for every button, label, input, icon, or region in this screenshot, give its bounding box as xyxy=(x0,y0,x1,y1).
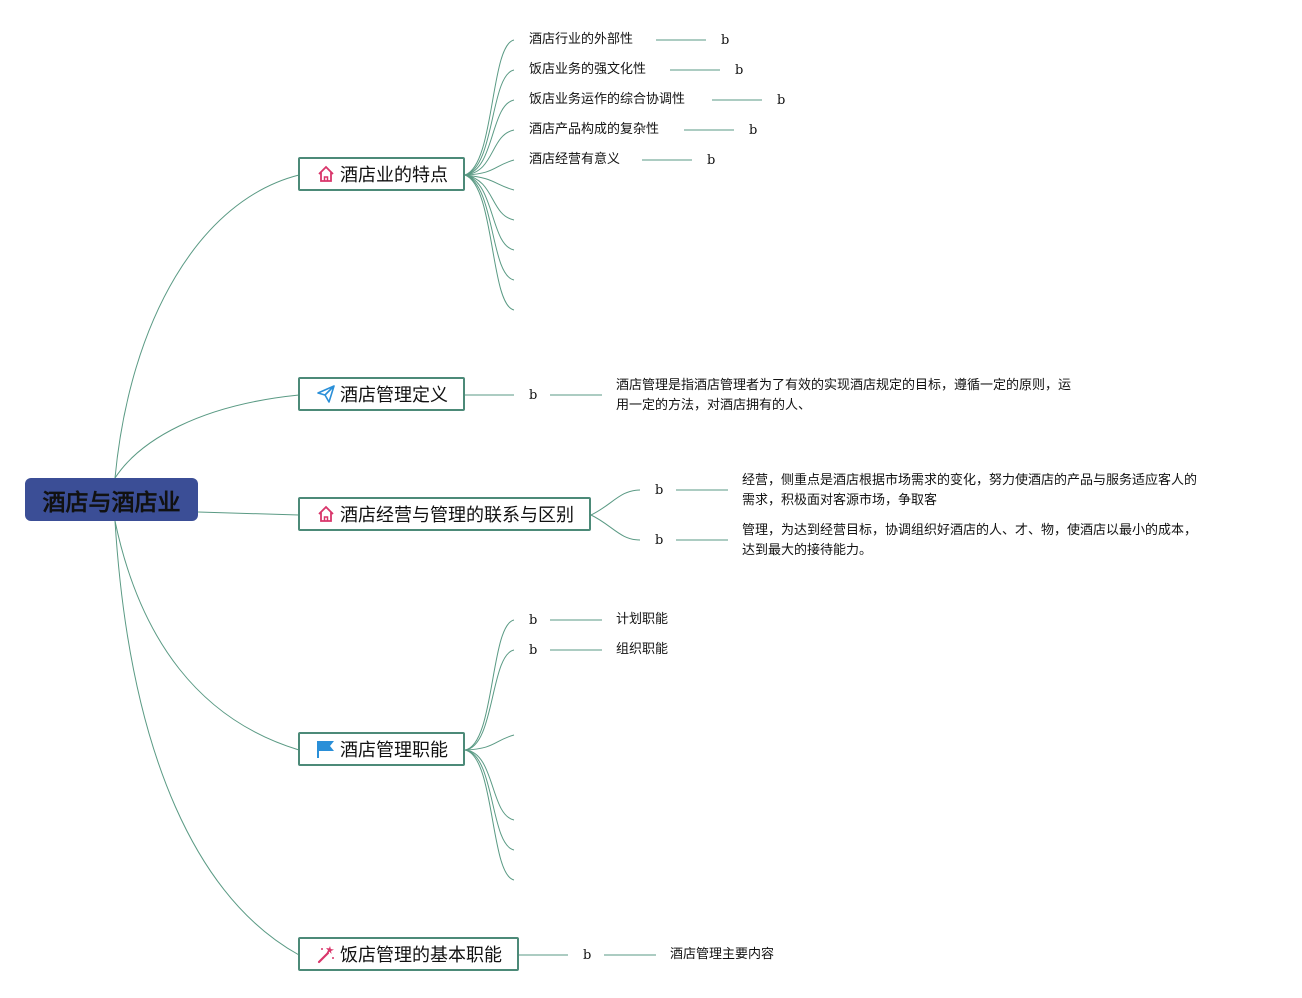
operation-line: 需求，积极面对客源市场，争取客 xyxy=(742,493,938,508)
definition-line: 用一定的方法，对酒店拥有的人、 xyxy=(616,398,812,413)
branch-label: 饭店管理的基本职能 xyxy=(340,945,502,966)
branch-label: 酒店管理定义 xyxy=(340,385,448,406)
magic-wand-icon xyxy=(316,944,336,964)
operation-line: 经营，侧重点是酒店根据市场需求的变化，努力使酒店的产品与服务适应客人的 xyxy=(742,473,1198,488)
leaf-complexity[interactable]: 酒店产品构成的复杂性 xyxy=(529,122,660,137)
leaf-tag[interactable]: b xyxy=(529,643,538,658)
definition-line: 酒店管理是指酒店管理者为了有效的实现酒店规定的目标，遵循一定的原则，运 xyxy=(616,378,1072,393)
branch-hotel-features[interactable]: 酒店业的特点 xyxy=(298,157,465,191)
house-icon xyxy=(316,504,336,524)
leaf-tag[interactable]: b xyxy=(721,33,730,48)
branch-label: 酒店业的特点 xyxy=(340,165,448,186)
branch-management-definition[interactable]: 酒店管理定义 xyxy=(298,377,465,411)
leaf-planning[interactable]: 计划职能 xyxy=(616,612,669,627)
root-topic[interactable]: 酒店与酒店业 xyxy=(25,478,198,521)
leaf-tag[interactable]: b xyxy=(749,123,758,138)
management-line: 管理，为达到经营目标，协调组织好酒店的人、才、物，使酒店以最小的成本， xyxy=(742,523,1198,538)
leaf-tag[interactable]: b xyxy=(735,63,744,78)
leaf-tag[interactable]: b xyxy=(777,93,786,108)
branch-basic-functions[interactable]: 饭店管理的基本职能 xyxy=(298,937,519,971)
house-icon xyxy=(316,164,336,184)
branch-label: 酒店经营与管理的联系与区别 xyxy=(340,505,574,526)
branch-management-functions[interactable]: 酒店管理职能 xyxy=(298,732,465,766)
operation-text[interactable]: 经营，侧重点是酒店根据市场需求的变化，努力使酒店的产品与服务适应客人的 需求，积… xyxy=(742,471,1197,511)
leaf-meaning[interactable]: 酒店经营有意义 xyxy=(529,152,621,167)
branch-operation-vs-management[interactable]: 酒店经营与管理的联系与区别 xyxy=(298,497,591,531)
leaf-organizing[interactable]: 组织职能 xyxy=(616,642,669,657)
leaf-external[interactable]: 酒店行业的外部性 xyxy=(529,32,634,47)
root-label: 酒店与酒店业 xyxy=(42,489,181,516)
management-text[interactable]: 管理，为达到经营目标，协调组织好酒店的人、才、物，使酒店以最小的成本， 达到最大… xyxy=(742,521,1197,561)
leaf-tag[interactable]: b xyxy=(707,153,716,168)
paper-plane-icon xyxy=(316,384,336,404)
leaf-tag[interactable]: b xyxy=(655,483,664,498)
flag-icon xyxy=(316,739,336,759)
leaf-tag[interactable]: b xyxy=(655,533,664,548)
leaf-main-content[interactable]: 酒店管理主要内容 xyxy=(670,947,775,962)
leaf-culture[interactable]: 饭店业务的强文化性 xyxy=(529,62,647,77)
leaf-coordination[interactable]: 饭店业务运作的综合协调性 xyxy=(529,92,686,107)
definition-text[interactable]: 酒店管理是指酒店管理者为了有效的实现酒店规定的目标，遵循一定的原则，运 用一定的… xyxy=(616,376,1071,416)
leaf-tag[interactable]: b xyxy=(583,948,592,963)
management-line: 达到最大的接待能力。 xyxy=(742,543,873,558)
leaf-tag[interactable]: b xyxy=(529,613,538,628)
leaf-tag[interactable]: b xyxy=(529,388,538,403)
branch-label: 酒店管理职能 xyxy=(340,740,448,761)
